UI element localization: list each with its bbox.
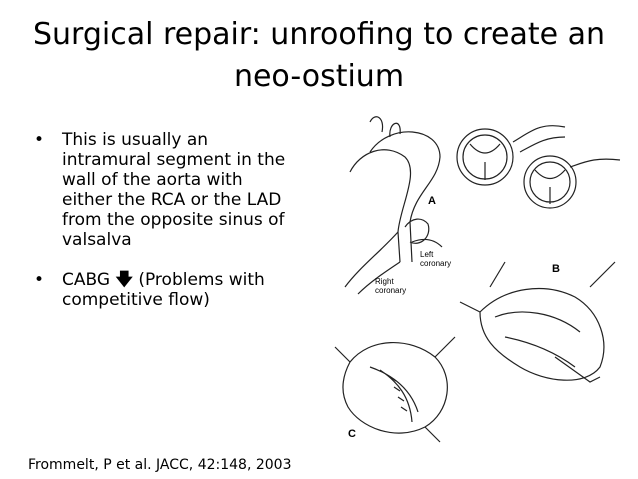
bullet-text-before: CABG bbox=[62, 270, 111, 290]
panel-c-drawing bbox=[342, 341, 448, 434]
figure-label-b: B bbox=[552, 263, 560, 275]
label-left-coronary: Left coronary bbox=[420, 250, 451, 268]
title-line-1: Surgical repair: unroofing to create an bbox=[32, 17, 606, 52]
label-left-coronary-line2: coronary bbox=[420, 259, 451, 268]
bullet-item: • CABG 🡇 (Problems with competitive flow… bbox=[32, 270, 292, 310]
panel-b-drawing bbox=[479, 287, 605, 381]
label-right-coronary-line1: Right bbox=[375, 277, 394, 286]
label-right-coronary-line2: coronary bbox=[375, 286, 406, 295]
bullet-dot: • bbox=[34, 130, 45, 150]
bullet-dot: • bbox=[34, 270, 45, 290]
bullet-item: • This is usually an intramural segment … bbox=[32, 130, 292, 250]
surgical-illustration-svg: A B C Left coronary Right coronary bbox=[334, 116, 621, 443]
slide-title: Surgical repair: unroofing to create an … bbox=[20, 14, 618, 98]
citation: Frommelt, P et al. JACC, 42:148, 2003 bbox=[28, 457, 292, 473]
figure-label-c: C bbox=[348, 428, 356, 440]
bullet-text: This is usually an intramural segment in… bbox=[62, 130, 286, 250]
bullet-list: • This is usually an intramural segment … bbox=[32, 130, 292, 326]
aorta-drawing bbox=[349, 131, 441, 263]
figure-label-a: A bbox=[428, 195, 436, 207]
title-line-2: neo-ostium bbox=[233, 59, 405, 94]
label-left-coronary-line1: Left bbox=[420, 250, 434, 259]
bullet-text-after: (Problems with competitive flow) bbox=[62, 270, 265, 310]
valve-drawing bbox=[456, 128, 514, 186]
arrow-down-icon: 🡇 bbox=[115, 270, 133, 290]
label-right-coronary: Right coronary bbox=[375, 277, 406, 295]
surgical-illustration: A B C Left coronary Right coronary bbox=[330, 112, 630, 452]
